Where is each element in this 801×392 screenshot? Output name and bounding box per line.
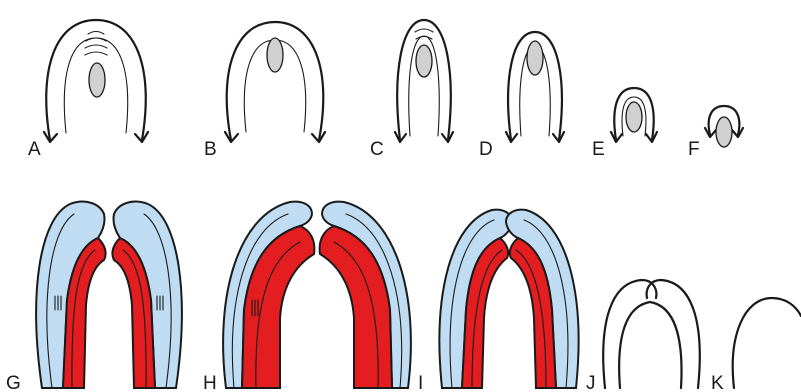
label-i: I bbox=[418, 373, 423, 392]
panel-j-inner-arch bbox=[619, 302, 681, 388]
label-e: E bbox=[592, 139, 605, 160]
panel-c: C bbox=[370, 20, 453, 160]
label-h: H bbox=[203, 373, 217, 392]
panel-b: B bbox=[204, 22, 325, 160]
panel-a-arc-4 bbox=[85, 52, 107, 55]
panel-a-oval bbox=[89, 63, 105, 97]
panel-d-oval bbox=[527, 41, 543, 75]
panel-c-outer-arch bbox=[397, 20, 450, 140]
label-f: F bbox=[688, 139, 700, 160]
panel-a-arc-1 bbox=[88, 32, 104, 35]
panel-h: H bbox=[203, 202, 411, 392]
panel-f-oval bbox=[716, 117, 732, 147]
label-d: D bbox=[479, 139, 493, 160]
panel-j: J bbox=[586, 280, 700, 392]
panel-j-left-outer bbox=[603, 280, 656, 388]
panel-c-oval bbox=[416, 45, 432, 77]
label-j: J bbox=[586, 373, 596, 392]
panel-a: A bbox=[28, 20, 148, 160]
panel-b-oval bbox=[267, 38, 283, 72]
panel-a-arc-3 bbox=[85, 45, 107, 48]
label-g: G bbox=[6, 373, 21, 392]
panel-c-arc-1 bbox=[415, 29, 433, 32]
panel-e: E bbox=[592, 88, 657, 160]
panel-k-arch bbox=[733, 298, 801, 388]
panel-e-oval bbox=[626, 102, 642, 132]
label-a: A bbox=[28, 139, 41, 160]
panel-j-right-outer bbox=[647, 280, 700, 388]
label-c: C bbox=[370, 139, 384, 160]
panel-i: I bbox=[418, 210, 579, 392]
panel-k: K bbox=[711, 298, 801, 392]
panel-d: D bbox=[479, 32, 564, 160]
label-b: B bbox=[204, 139, 217, 160]
panel-g: G bbox=[6, 202, 182, 392]
panel-f: F bbox=[688, 106, 743, 160]
label-k: K bbox=[711, 373, 724, 392]
